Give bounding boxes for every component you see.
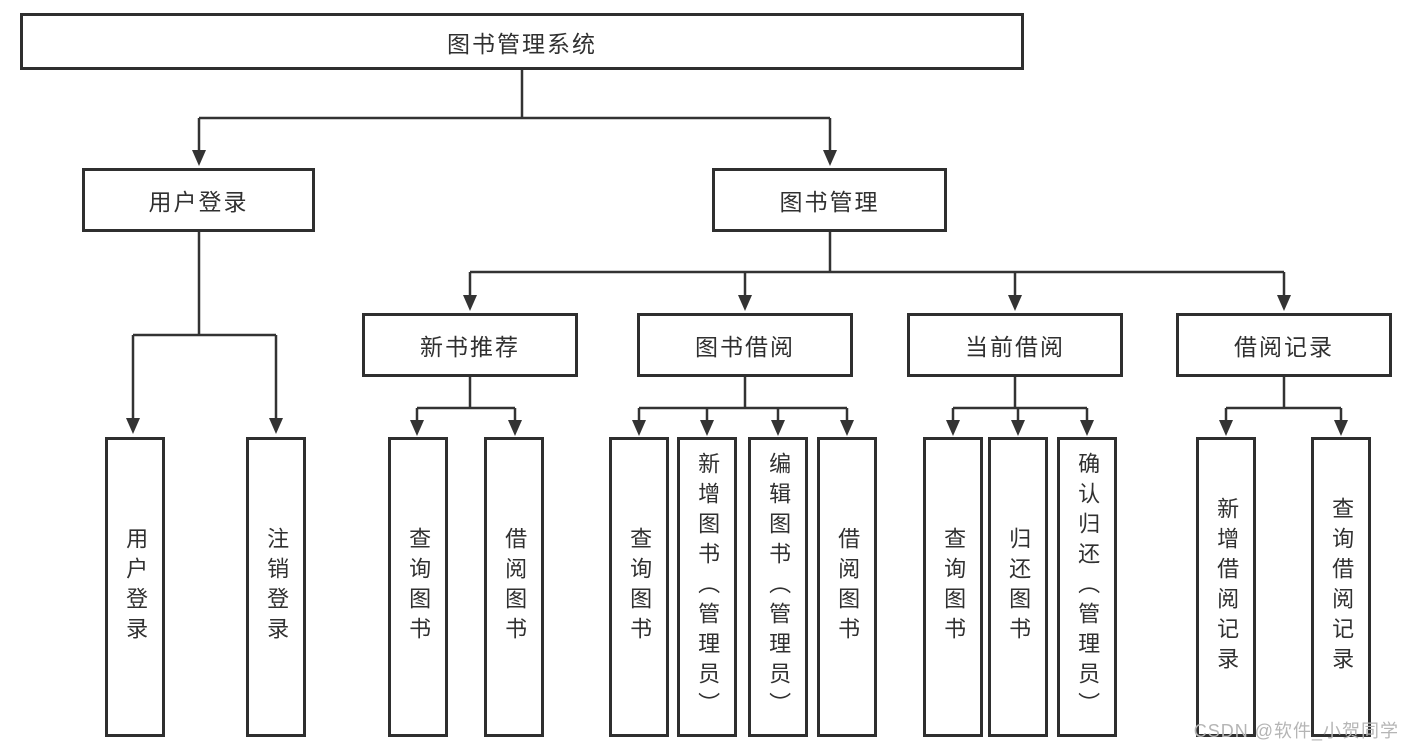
node-borrowing-records: 借阅记录 (1176, 313, 1392, 377)
node-current-borrowing: 当前借阅 (907, 313, 1123, 377)
leaf-borrow-books-recommend: 借阅图书 (484, 437, 544, 737)
leaf-borrow-books-recommend-label: 借阅图书 (502, 527, 528, 647)
leaf-return-books-label: 归还图书 (1006, 527, 1032, 647)
leaf-confirm-return-admin: 确认归还（管理员） (1057, 437, 1117, 737)
leaf-query-books-borrowing-label: 查询图书 (627, 527, 653, 647)
node-new-book-recommend-label: 新书推荐 (420, 334, 520, 360)
node-root-label: 图书管理系统 (447, 30, 597, 57)
leaf-user-login-label: 用户登录 (123, 527, 149, 647)
leaf-query-books-recommend: 查询图书 (388, 437, 448, 737)
node-book-management-label: 图书管理 (779, 189, 880, 215)
csdn-watermark: CSDN @软件_小贺同学 (1193, 721, 1399, 741)
leaf-user-login: 用户登录 (105, 437, 165, 737)
leaf-query-books-borrowing: 查询图书 (609, 437, 669, 737)
leaf-logout-label: 注销登录 (264, 527, 290, 647)
leaf-return-books: 归还图书 (988, 437, 1048, 737)
node-current-borrowing-label: 当前借阅 (965, 334, 1065, 360)
leaf-borrow-books-borrowing: 借阅图书 (817, 437, 877, 737)
leaf-edit-book-admin-label: 编辑图书（管理员） (766, 452, 792, 722)
node-book-management: 图书管理 (712, 168, 947, 232)
leaf-add-book-admin-label: 新增图书（管理员） (695, 452, 721, 722)
leaf-add-borrow-record-label: 新增借阅记录 (1214, 497, 1240, 677)
leaf-add-book-admin: 新增图书（管理员） (677, 437, 737, 737)
leaf-logout: 注销登录 (246, 437, 306, 737)
node-book-borrowing: 图书借阅 (637, 313, 853, 377)
leaf-query-books-current: 查询图书 (923, 437, 983, 737)
leaf-add-borrow-record: 新增借阅记录 (1196, 437, 1256, 737)
leaf-edit-book-admin: 编辑图书（管理员） (748, 437, 808, 737)
node-new-book-recommend: 新书推荐 (362, 313, 578, 377)
leaf-query-borrow-record: 查询借阅记录 (1311, 437, 1371, 737)
leaf-query-borrow-record-label: 查询借阅记录 (1329, 497, 1355, 677)
node-root: 图书管理系统 (20, 13, 1024, 70)
node-book-borrowing-label: 图书借阅 (695, 334, 795, 360)
node-borrowing-records-label: 借阅记录 (1234, 334, 1334, 360)
node-user-login: 用户登录 (82, 168, 315, 232)
node-user-login-label: 用户登录 (148, 189, 249, 215)
leaf-query-books-recommend-label: 查询图书 (406, 527, 432, 647)
leaf-confirm-return-admin-label: 确认归还（管理员） (1075, 452, 1101, 722)
leaf-borrow-books-borrowing-label: 借阅图书 (835, 527, 861, 647)
leaf-query-books-current-label: 查询图书 (941, 527, 967, 647)
arrowheads (126, 150, 1348, 436)
